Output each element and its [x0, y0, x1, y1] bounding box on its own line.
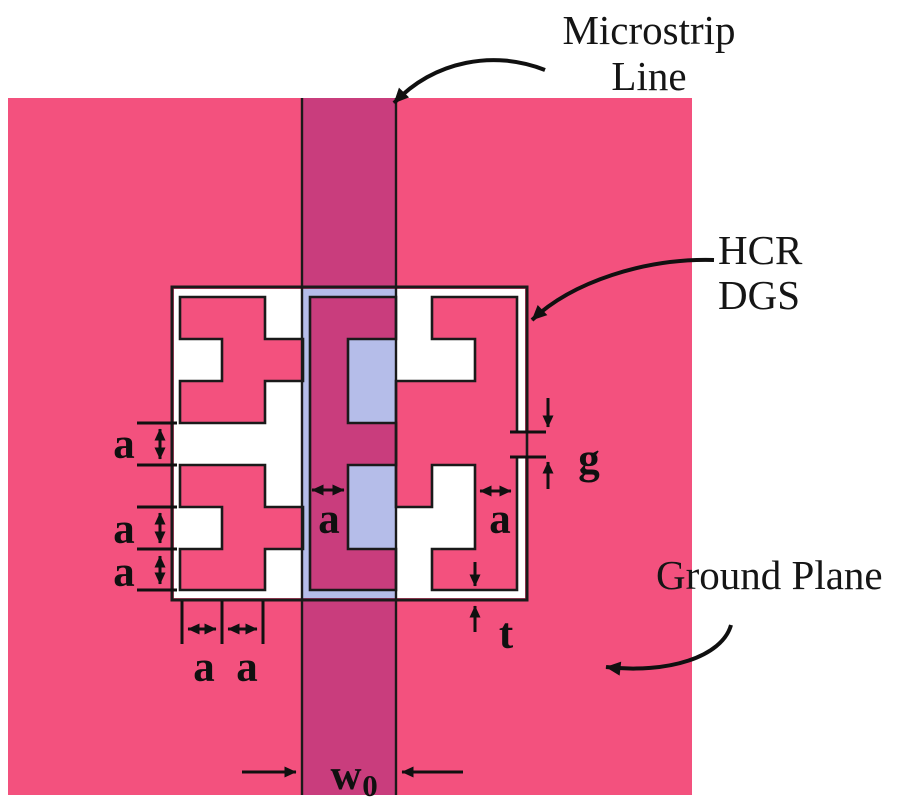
dim-label-g: g	[578, 436, 600, 483]
dim-label-a: a	[113, 549, 135, 596]
dim-label-t: t	[499, 611, 514, 658]
dgs-outer-outline	[170, 285, 529, 602]
bottom-dimension-group	[180, 601, 265, 644]
ground-plane-label-arrow	[605, 624, 733, 676]
copper-island-top-left	[178, 295, 305, 425]
label-microstrip-line-2: Line	[611, 53, 686, 99]
hcr-dgs-label-arrow	[530, 257, 715, 322]
dim-label-a: a	[193, 644, 215, 691]
dim-label-a: a	[489, 496, 511, 543]
dim-label-a: a	[236, 644, 258, 691]
dim-label-w0: w	[330, 752, 361, 799]
copper-island-bottom-left	[178, 463, 305, 592]
dim-label-a: a	[113, 421, 135, 468]
dim-label-a: a	[318, 496, 340, 543]
dim-label-a: a	[113, 506, 135, 553]
microstrip-label-arrow	[392, 58, 546, 105]
dim-label-w0-sub: 0	[362, 768, 378, 800]
label-hcr-1: HCR	[718, 227, 803, 273]
label-ground-plane: Ground Plane	[656, 552, 883, 598]
label-hcr-2: DGS	[718, 272, 800, 318]
label-microstrip-line-1: Microstrip	[562, 7, 735, 53]
left-dimension-group	[137, 421, 177, 592]
g-dimension-group	[510, 398, 554, 489]
